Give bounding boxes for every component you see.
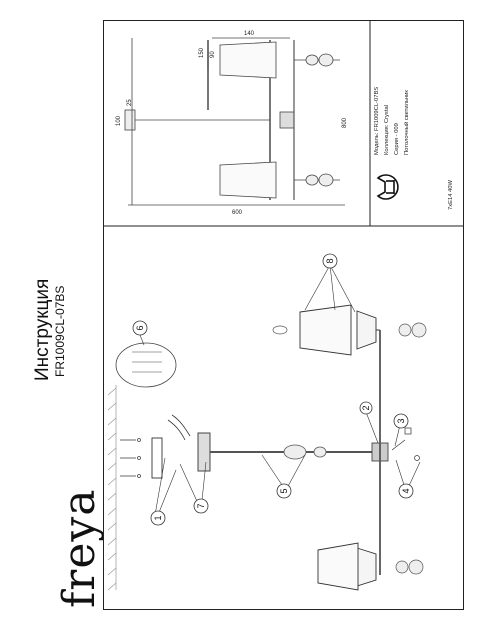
mounting-screws — [120, 438, 141, 478]
lamp-upper — [272, 304, 427, 356]
callout-5: 5 — [279, 488, 289, 493]
dim-100: 100 — [116, 115, 122, 126]
callout-1: 1 — [153, 515, 163, 520]
spec-model: Модель: FR1009CL-07BS — [374, 87, 380, 155]
callout-4: 4 — [401, 488, 411, 493]
terminal-wires — [132, 351, 162, 373]
dim-600: 600 — [232, 210, 243, 216]
canopy — [197, 432, 211, 472]
instruction-frame — [103, 20, 464, 610]
lamp-lower — [317, 542, 424, 591]
terminal-detail — [115, 342, 177, 388]
spec-bulb: 7xE14 40W — [448, 180, 454, 210]
leader-lines — [139, 264, 421, 516]
spec-series: Серия - 009 — [394, 123, 400, 155]
ceiling-hatch — [107, 385, 117, 591]
dim-25: 25 — [127, 99, 133, 106]
supply-wires — [167, 419, 186, 441]
callout-8: 8 — [325, 258, 335, 263]
hardware-detail — [391, 427, 420, 461]
dim-150: 150 — [199, 47, 205, 58]
dim-140: 140 — [244, 31, 255, 37]
spec-collection: Коллекция: Crystal — [384, 105, 390, 155]
bulb-icon — [376, 174, 399, 200]
dim-800: 800 — [342, 117, 348, 128]
dimension-drawing — [124, 37, 345, 206]
callout-7: 7 — [196, 503, 206, 508]
spec-type: Потолочный светильник — [403, 90, 410, 155]
supply-wires-2 — [171, 414, 191, 437]
crystal-bead-small — [313, 446, 327, 458]
callout-2: 2 — [361, 405, 371, 410]
mounting-bracket — [151, 437, 163, 479]
callout-6: 6 — [135, 325, 145, 330]
callout-circles — [132, 253, 414, 526]
crystal-bead — [283, 444, 307, 460]
callout-3: 3 — [396, 418, 406, 423]
dim-90: 90 — [210, 51, 216, 58]
